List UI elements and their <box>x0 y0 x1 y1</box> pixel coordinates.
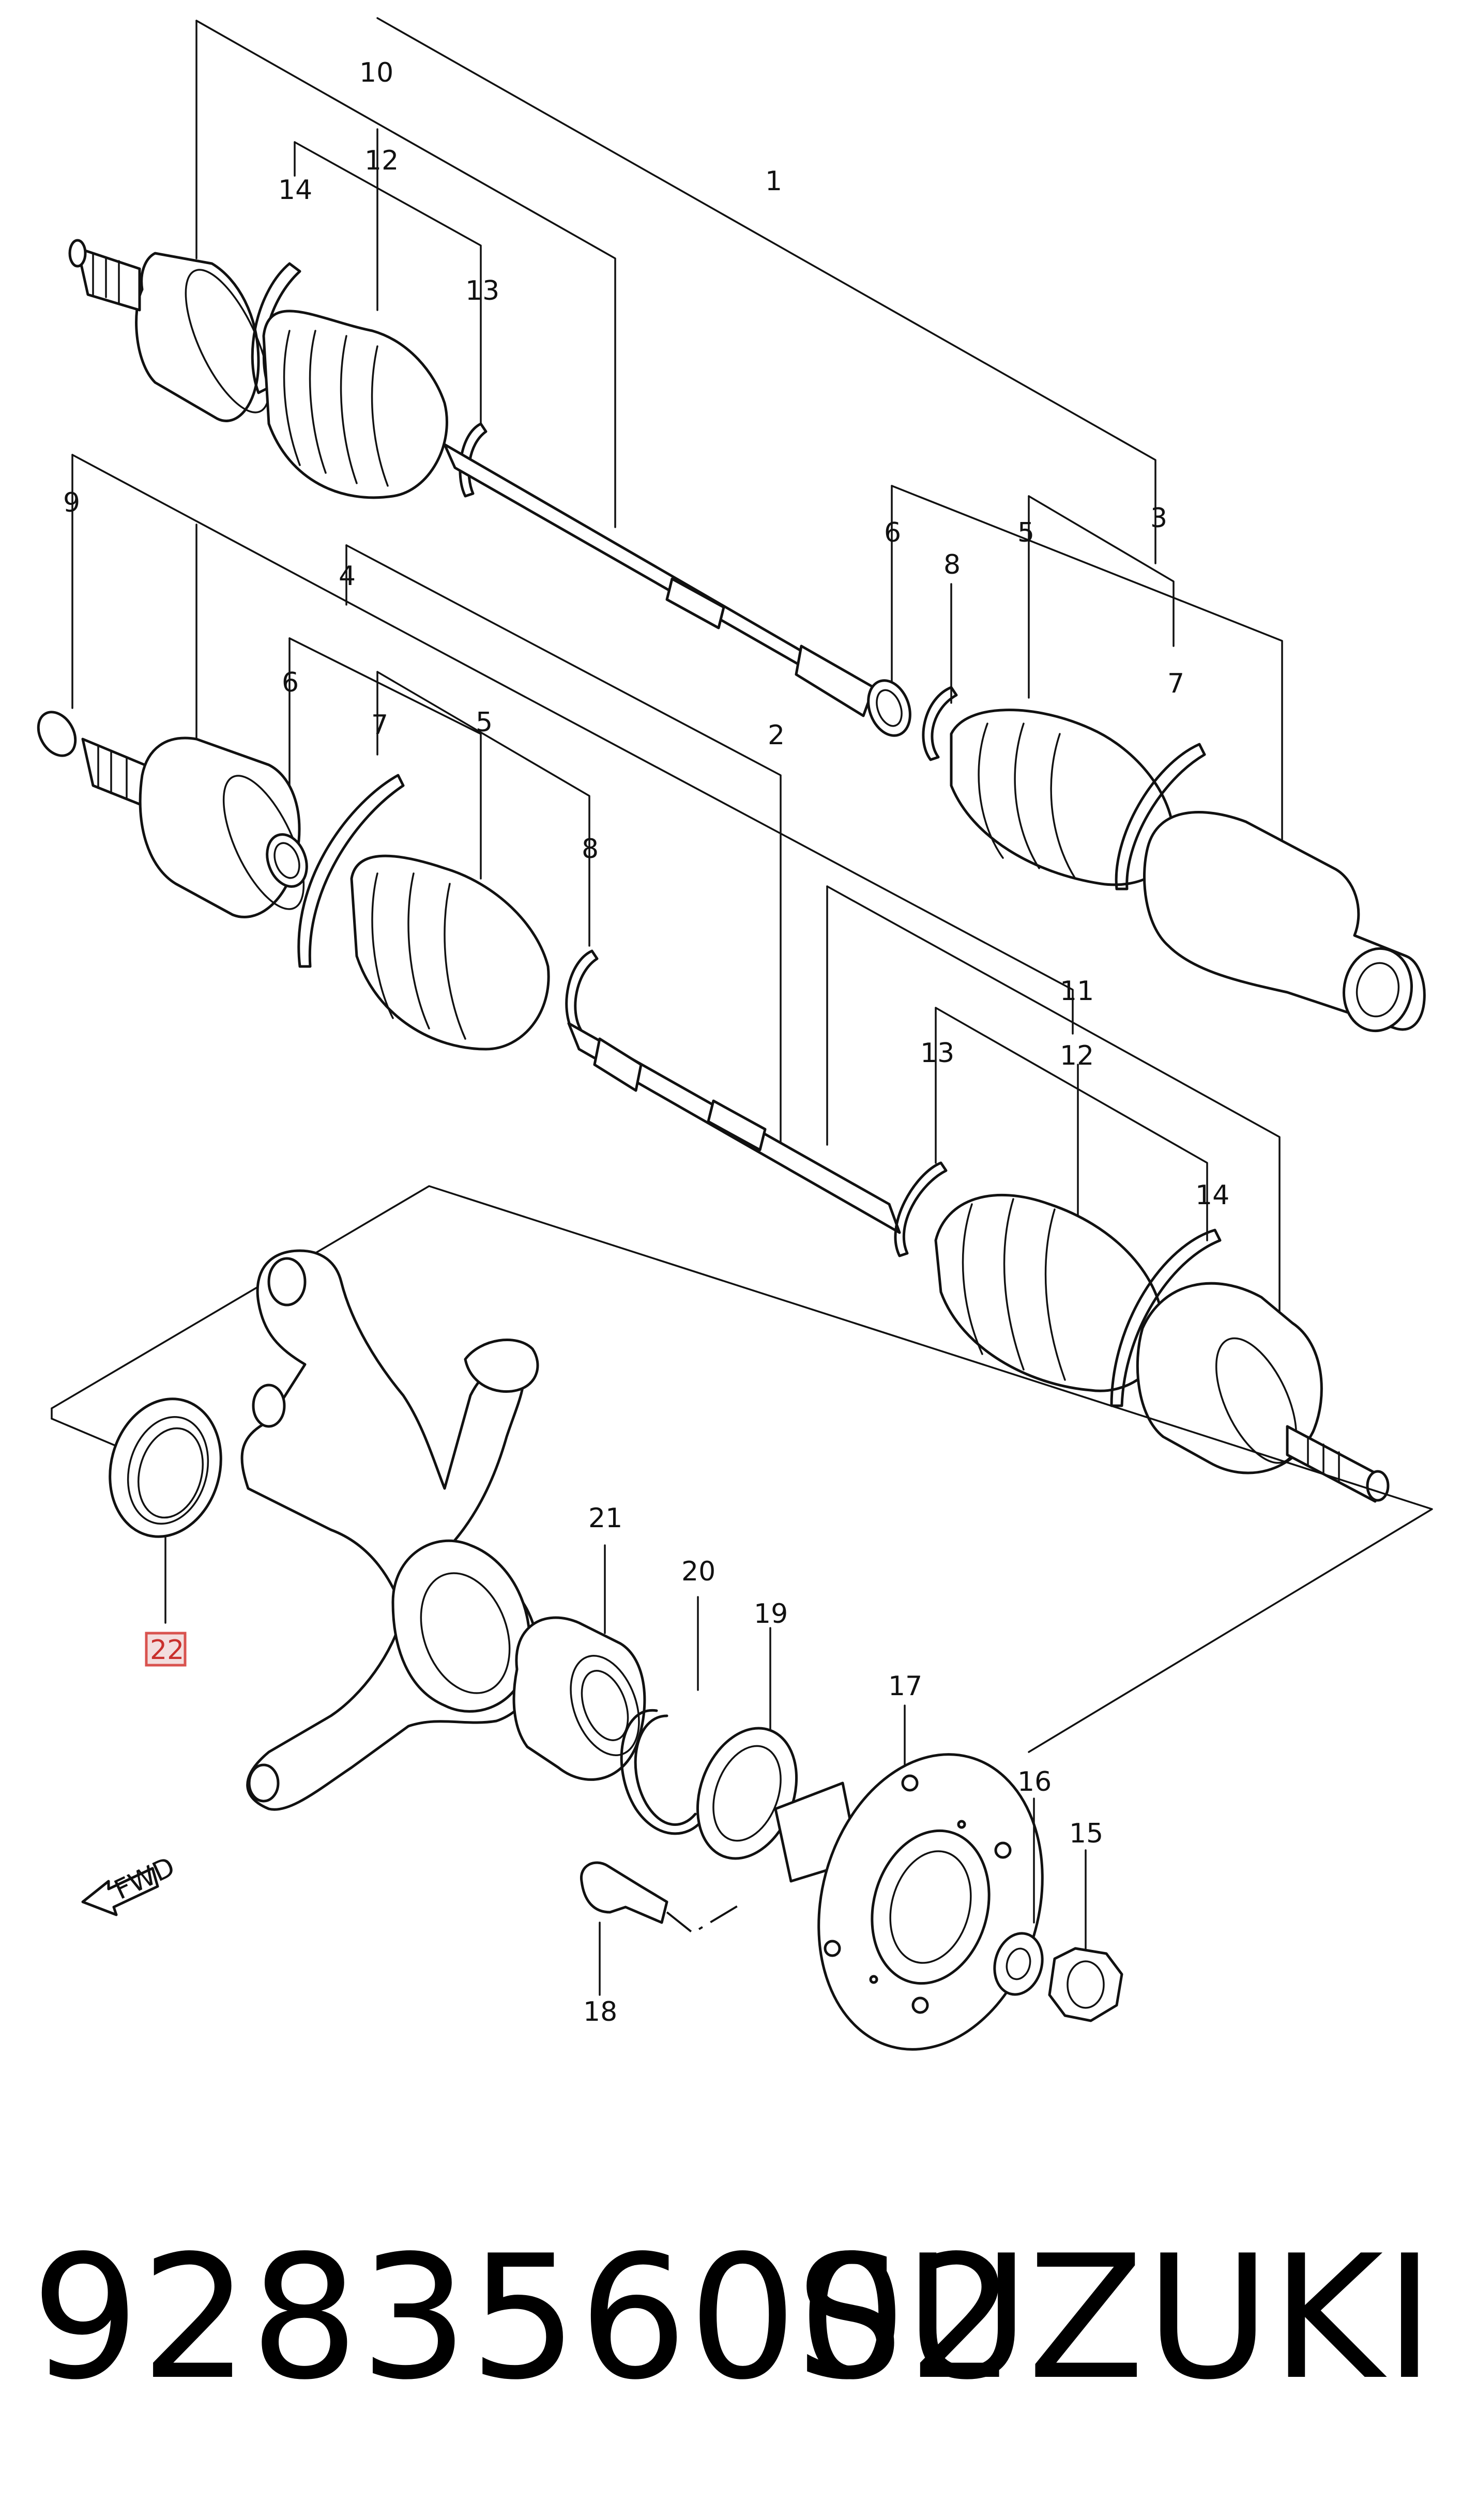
fwd-label: FWD <box>110 1851 179 1906</box>
callout-1: 1 <box>765 166 782 197</box>
callout-19: 19 <box>754 1599 788 1630</box>
callout-13-lower: 13 <box>920 1038 954 1069</box>
callout-12-lower: 12 <box>1060 1040 1094 1071</box>
callout-21: 21 <box>588 1503 622 1534</box>
lower-driveshaft-assembly <box>37 454 1074 1234</box>
callout-14-upper: 14 <box>278 175 312 206</box>
callout-6-upper: 6 <box>884 517 901 548</box>
callout-5-lower: 5 <box>476 707 493 738</box>
callout-4: 4 <box>339 561 356 592</box>
part-number-text: 928356002 <box>31 2219 1017 2417</box>
callout-16: 16 <box>1017 1766 1052 1797</box>
callout-9: 9 <box>63 487 80 518</box>
footer: 928356002 SUZUKI <box>0 2171 1477 2460</box>
callout-6-lower: 6 <box>282 667 299 698</box>
callout-14-lower: 14 <box>1195 1180 1229 1211</box>
brand-text: SUZUKI <box>795 2219 1436 2417</box>
callout-labels: 1 2 3 4 5 5 6 6 7 7 8 8 9 10 11 12 12 13… <box>63 57 1229 2027</box>
callout-22: 22 <box>150 1635 184 1666</box>
callout-8-upper: 8 <box>943 549 961 580</box>
upper-driveshaft-assembly <box>68 17 1156 717</box>
callout-20: 20 <box>681 1556 715 1587</box>
callout-13-upper: 13 <box>465 275 499 306</box>
callout-12-upper: 12 <box>364 145 399 176</box>
fwd-arrow-icon <box>81 1867 159 1916</box>
callout-15: 15 <box>1069 1818 1103 1849</box>
callout-7-lower: 7 <box>371 710 388 741</box>
callout-7-upper: 7 <box>1167 668 1184 699</box>
exploded-parts-diagram: FWD 1 2 3 4 5 5 6 6 7 7 8 8 9 10 11 12 1… <box>37 17 1433 2051</box>
callout-5-upper: 5 <box>1017 517 1034 548</box>
callout-2: 2 <box>768 720 785 751</box>
callout-10: 10 <box>359 57 393 88</box>
callout-18: 18 <box>583 1996 617 2027</box>
upper-inner-joint <box>867 485 1426 1033</box>
callout-3: 3 <box>1150 503 1167 534</box>
callout-22-highlight-box <box>145 1632 187 1667</box>
callout-11: 11 <box>1060 976 1094 1007</box>
callout-17: 17 <box>888 1671 922 1702</box>
callout-8-lower: 8 <box>582 834 599 865</box>
lower-outer-joint <box>826 885 1390 1503</box>
